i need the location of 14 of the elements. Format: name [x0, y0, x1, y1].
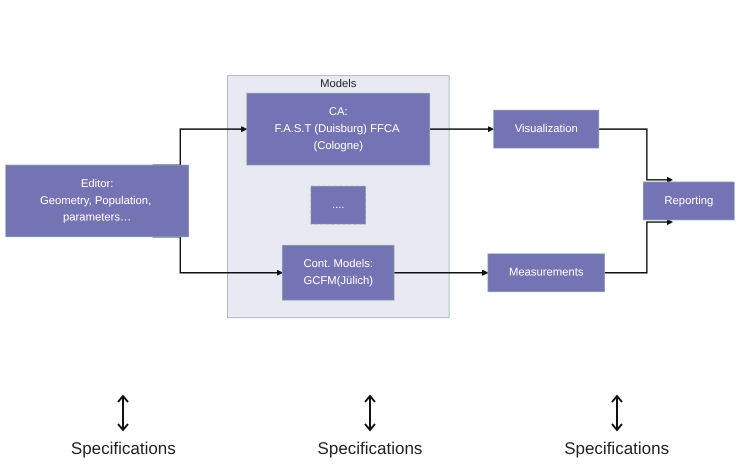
specification-label: Specifications: [564, 439, 670, 459]
node-box: CA: F.A.S.T (Duisburg) FFCA (Cologne): [246, 92, 430, 166]
node-box: Reporting: [642, 181, 735, 220]
specification-label: Specifications: [70, 439, 176, 459]
arrow: [430, 126, 494, 132]
arrow: [604, 218, 673, 274]
node-box: Visualization: [493, 110, 600, 148]
specification-label: Specifications: [318, 439, 422, 459]
node-box: Editor: Geometry, Population, parameters…: [5, 164, 190, 237]
node-box: Measurements: [487, 253, 605, 292]
arrow: [394, 269, 488, 276]
arrow: [598, 128, 673, 183]
node-box: ....: [310, 186, 366, 224]
node-box: Cont. Models: GCFM(Jülich): [282, 244, 394, 300]
